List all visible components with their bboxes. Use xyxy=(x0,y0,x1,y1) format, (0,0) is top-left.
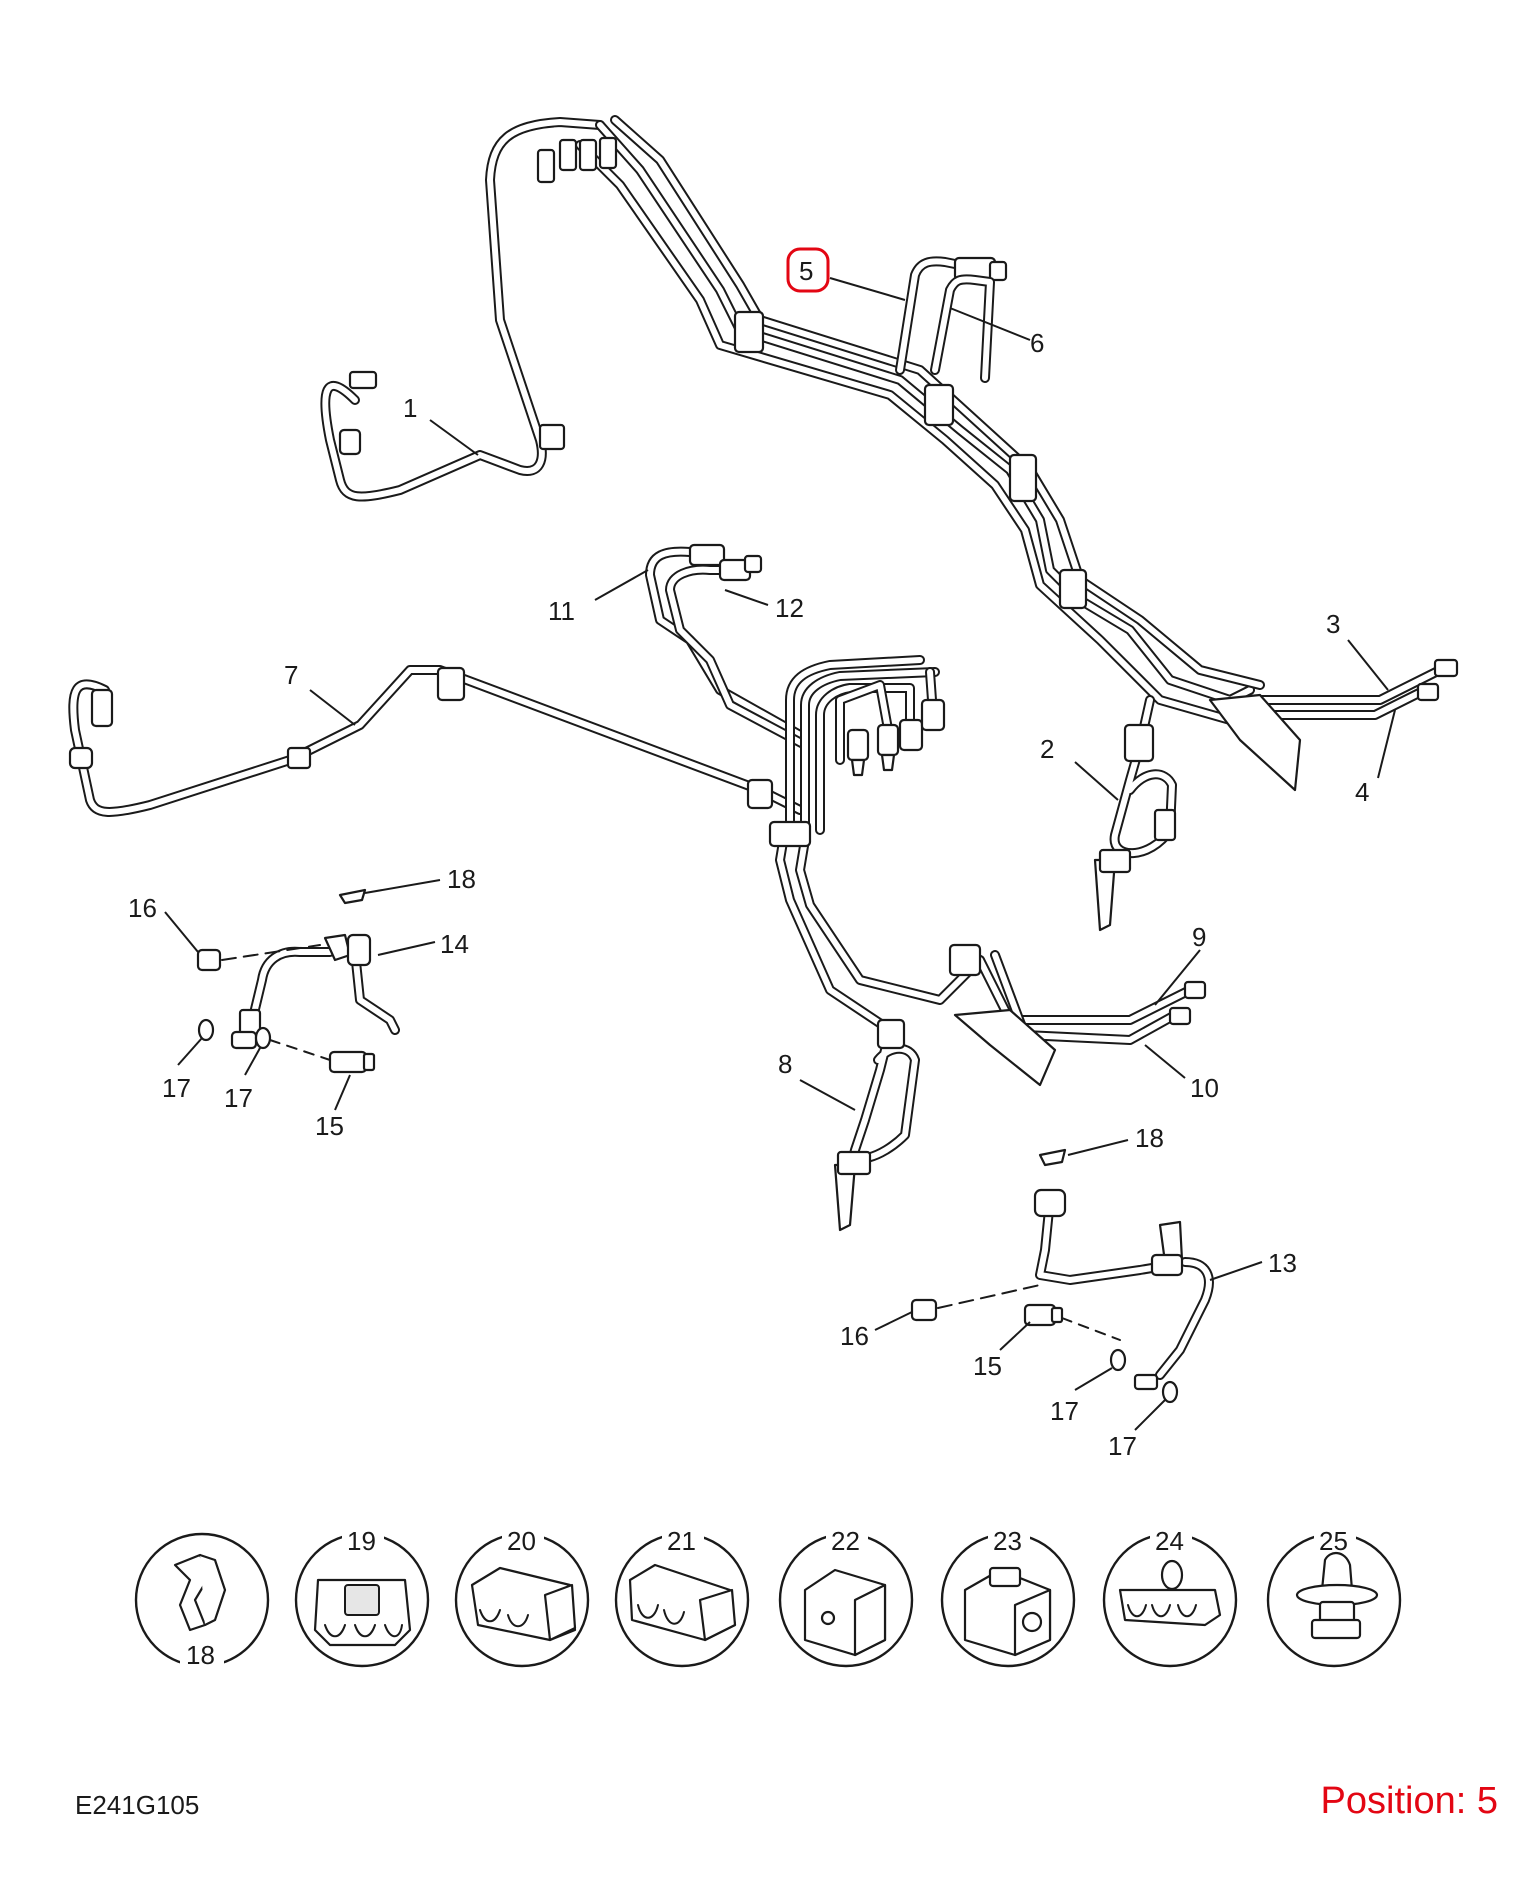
drawing-code: E241G105 xyxy=(75,1790,200,1820)
callout-3[interactable]: 3 xyxy=(1326,609,1340,639)
callout-11[interactable]: 11 xyxy=(548,596,575,626)
catalogue-item-22[interactable]: 22 xyxy=(778,1525,914,1668)
callout-10[interactable]: 10 xyxy=(1190,1073,1219,1103)
callout-7[interactable]: 7 xyxy=(284,660,298,690)
bracket-lower xyxy=(948,943,1057,1087)
callout-17d[interactable]: 17 xyxy=(1108,1431,1137,1461)
bolt-15a[interactable] xyxy=(328,1050,376,1074)
callout-18a[interactable]: 18 xyxy=(447,864,476,894)
clip-18a[interactable] xyxy=(338,888,367,905)
bolt-15b[interactable] xyxy=(1023,1303,1121,1341)
pipe-3[interactable] xyxy=(1245,658,1459,705)
callout-8[interactable]: 8 xyxy=(778,1049,792,1079)
pipe-9[interactable] xyxy=(975,955,1207,1025)
upper-pipe-bundle[interactable] xyxy=(536,115,1265,725)
catalogue-item-24[interactable]: 24 xyxy=(1102,1525,1238,1668)
callout-14[interactable]: 14 xyxy=(440,929,469,959)
pipe-7[interactable] xyxy=(68,665,805,817)
callout-15a[interactable]: 15 xyxy=(315,1111,344,1141)
hose-14[interactable] xyxy=(230,933,400,1050)
pipe-2[interactable] xyxy=(1093,695,1177,932)
callout-5-highlight xyxy=(786,247,830,293)
pipe-8[interactable] xyxy=(833,1018,920,1232)
catalogue-label-20: 20 xyxy=(507,1526,536,1556)
callout-17c[interactable]: 17 xyxy=(1050,1396,1079,1426)
position-label: Position: 5 xyxy=(1320,1780,1498,1822)
callout-12[interactable]: 12 xyxy=(775,593,804,623)
pipe-10[interactable] xyxy=(990,950,1192,1045)
washer-17b[interactable] xyxy=(254,1026,331,1061)
callout-1[interactable]: 1 xyxy=(403,393,417,423)
catalogue-label-19: 19 xyxy=(347,1526,376,1556)
washer-17c[interactable] xyxy=(1109,1348,1127,1372)
catalogue-item-23[interactable]: 23 xyxy=(940,1525,1076,1668)
washer-17d[interactable] xyxy=(1161,1380,1179,1404)
bracket-right xyxy=(1208,693,1302,792)
callout-6[interactable]: 6 xyxy=(1030,328,1044,358)
callout-13[interactable]: 13 xyxy=(1268,1248,1297,1278)
pipe-4[interactable] xyxy=(1255,682,1440,720)
callout-9[interactable]: 9 xyxy=(1192,922,1206,952)
catalogue-item-21[interactable]: 21 xyxy=(614,1525,750,1668)
leader-lines xyxy=(164,277,1396,1431)
catalogue-label-25: 25 xyxy=(1319,1526,1348,1556)
bolt-16a[interactable] xyxy=(196,944,321,972)
catalogue-label-18: 18 xyxy=(186,1640,215,1670)
callout-16b[interactable]: 16 xyxy=(840,1321,869,1351)
catalogue-item-20[interactable]: 20 xyxy=(454,1525,590,1668)
catalogue-label-24: 24 xyxy=(1155,1526,1184,1556)
clip-18b[interactable] xyxy=(1038,1148,1067,1167)
callout-5[interactable]: 5 xyxy=(799,256,813,286)
catalogue-label-21: 21 xyxy=(667,1526,696,1556)
hose-13[interactable] xyxy=(1033,1188,1214,1391)
catalogue-label-23: 23 xyxy=(993,1526,1022,1556)
callout-16a[interactable]: 16 xyxy=(128,893,157,923)
callouts: 1 2 3 4 5 6 7 8 9 10 11 12 13 14 15 15 1… xyxy=(128,247,1369,1461)
callout-18b[interactable]: 18 xyxy=(1135,1123,1164,1153)
callout-4[interactable]: 4 xyxy=(1355,777,1369,807)
callout-17a[interactable]: 17 xyxy=(162,1073,191,1103)
callout-15b[interactable]: 15 xyxy=(973,1351,1002,1381)
central-manifold[interactable] xyxy=(768,655,985,1035)
callout-2[interactable]: 2 xyxy=(1040,734,1054,764)
catalogue-label-22: 22 xyxy=(831,1526,860,1556)
catalogue-item-18[interactable]: 18 xyxy=(134,1532,270,1670)
washer-17a[interactable] xyxy=(197,1018,215,1042)
callout-17b[interactable]: 17 xyxy=(224,1083,253,1113)
pipe-12[interactable] xyxy=(665,554,810,750)
catalogue-item-25[interactable]: 25 xyxy=(1266,1525,1402,1668)
clip-catalogue: 18 19 20 21 xyxy=(134,1525,1402,1670)
pipe-6[interactable] xyxy=(930,274,995,383)
pipe-1[interactable] xyxy=(320,117,605,502)
catalogue-item-19[interactable]: 19 xyxy=(294,1525,430,1668)
bolt-16b[interactable] xyxy=(910,1284,1041,1322)
